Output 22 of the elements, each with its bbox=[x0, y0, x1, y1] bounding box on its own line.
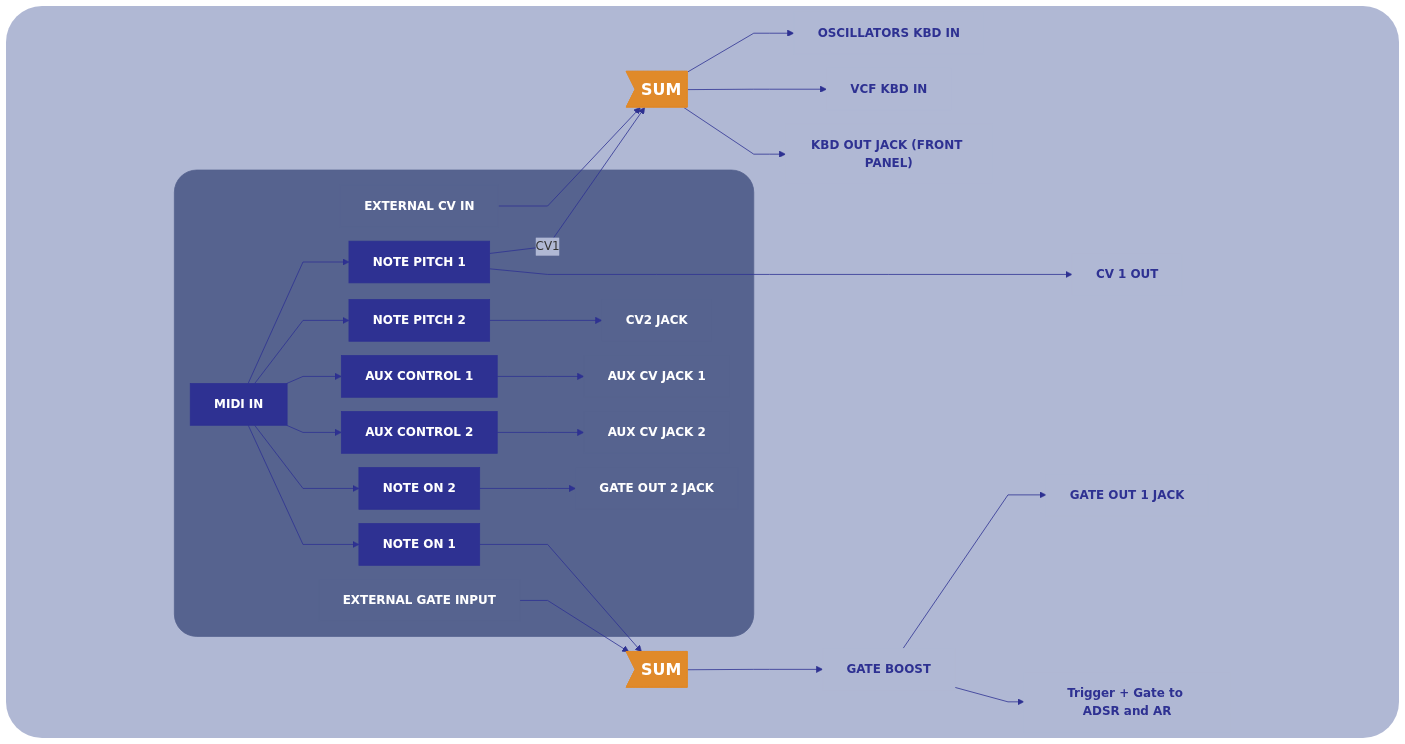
node-text: VCF KBD IN bbox=[850, 81, 928, 97]
node-box: AUX CONTROL 1 bbox=[341, 355, 498, 398]
node-box: NOTE ON 1 bbox=[358, 523, 481, 566]
node-text: EXTERNAL GATE INPUT bbox=[342, 593, 496, 608]
node-box: NOTE PITCH 2 bbox=[348, 299, 491, 342]
node-text: KBD OUT JACK (FRONT PANEL) bbox=[811, 137, 963, 171]
node-text: CV 1 OUT bbox=[1096, 267, 1159, 282]
node-text: Trigger + Gate to ADSR and AR bbox=[1067, 685, 1184, 718]
node-text: GATE OUT 2 JACK bbox=[599, 481, 715, 496]
node-box: MIDI IN bbox=[189, 383, 288, 426]
node-box: NOTE ON 2 bbox=[358, 467, 481, 510]
node-text: AUX CV JACK 2 bbox=[607, 425, 706, 440]
node-text: GATE BOOST bbox=[846, 662, 932, 677]
node-text: AUX CV JACK 1 bbox=[607, 369, 706, 384]
cluster bbox=[174, 169, 755, 637]
node-text: GATE OUT 1 JACK bbox=[1069, 487, 1185, 502]
node-text: CV2 JACK bbox=[625, 313, 688, 328]
node-text: EXTERNAL CV IN bbox=[364, 198, 475, 213]
edge-label: CV1 bbox=[535, 239, 560, 254]
node-box: AUX CONTROL 2 bbox=[341, 411, 498, 454]
node-text: OSCILLATORS KBD IN bbox=[817, 25, 961, 41]
node-box: NOTE PITCH 1 bbox=[348, 240, 491, 284]
